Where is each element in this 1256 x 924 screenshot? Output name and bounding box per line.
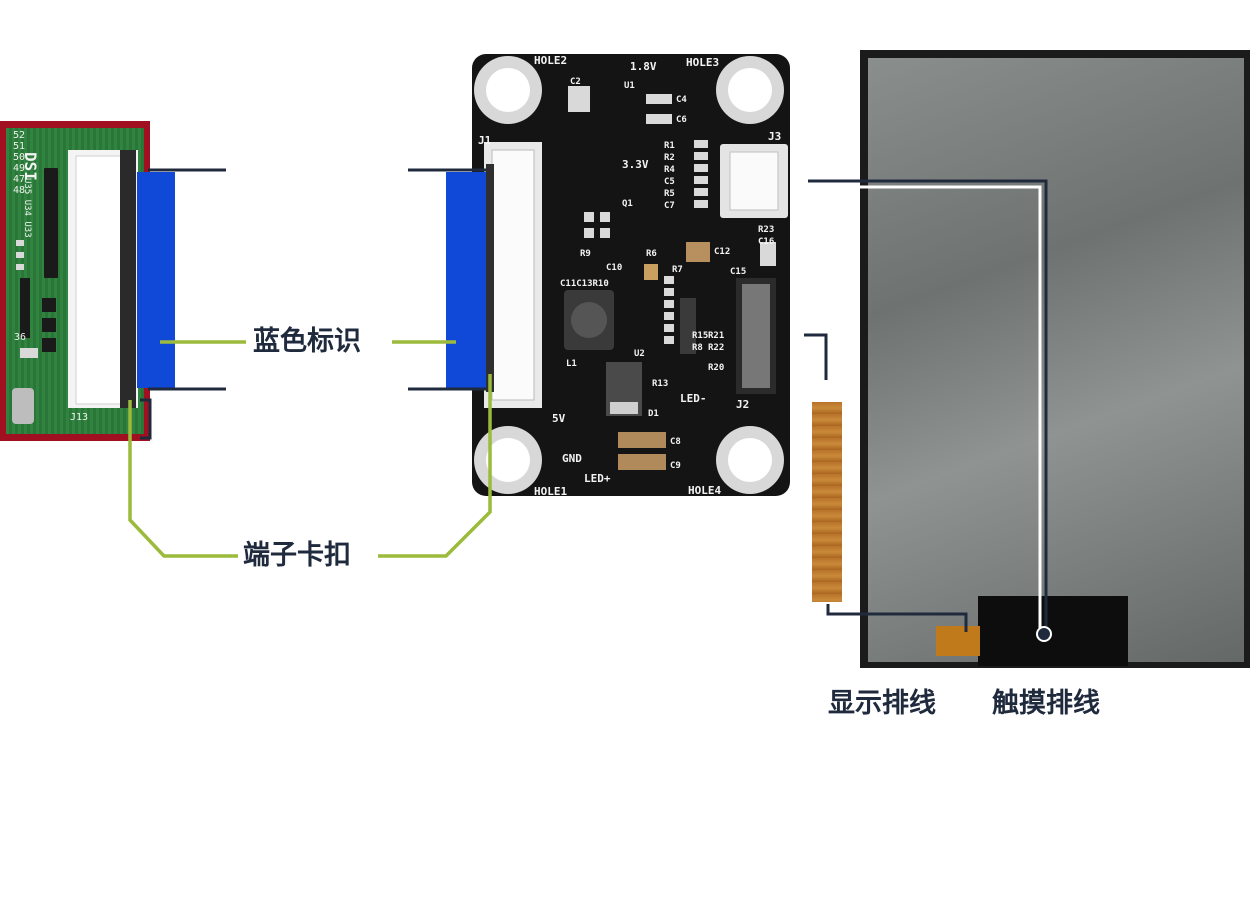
adapter-board: HOLE2 HOLE3 HOLE1 HOLE4 1.8V 3.3V 5V GND…: [472, 54, 790, 498]
svg-text:R8: R8: [692, 343, 703, 353]
svg-text:R20: R20: [708, 363, 724, 373]
svg-text:Q1: Q1: [622, 199, 633, 209]
svg-text:R21: R21: [708, 331, 724, 341]
svg-text:C11C13R10: C11C13R10: [560, 279, 609, 289]
svg-text:R1: R1: [664, 141, 675, 151]
host-board: [6, 128, 144, 434]
svg-text:R2: R2: [664, 153, 675, 163]
svg-text:C15: C15: [730, 267, 746, 277]
svg-text:HOLE1: HOLE1: [534, 485, 567, 498]
svg-text:C4: C4: [676, 95, 687, 105]
svg-text:1.8V: 1.8V: [630, 60, 657, 73]
blue-marker-left: [137, 172, 175, 388]
svg-text:J2: J2: [736, 398, 749, 411]
svg-text:J3: J3: [768, 130, 781, 143]
svg-text:R13: R13: [652, 379, 668, 389]
svg-text:R15: R15: [692, 331, 708, 341]
pin-label: 52: [13, 130, 26, 141]
svg-text:R23: R23: [758, 225, 774, 235]
svg-text:C9: C9: [670, 461, 681, 471]
host-pin-label-36: 36: [14, 332, 27, 343]
svg-text:C8: C8: [670, 437, 681, 447]
svg-text:C7: C7: [664, 201, 675, 211]
display-flex-cable: [812, 402, 842, 602]
svg-text:C5: C5: [664, 177, 675, 187]
pin-label: 47: [13, 174, 26, 185]
pin-label: 50: [13, 152, 26, 163]
svg-text:R6: R6: [646, 249, 657, 259]
svg-text:U1: U1: [624, 81, 635, 91]
svg-text:R22: R22: [708, 343, 724, 353]
lcd-panel-back: [868, 58, 1244, 662]
svg-text:R9: R9: [580, 249, 591, 259]
blue-marker-right: [446, 172, 486, 388]
svg-text:U2: U2: [634, 349, 645, 359]
touch-cable-dot: [1036, 626, 1052, 642]
svg-text:L1: L1: [566, 359, 577, 369]
host-pin-labels: 52 51 50 49 47 48: [13, 130, 25, 196]
svg-text:C12: C12: [714, 247, 730, 257]
svg-text:GND: GND: [562, 452, 582, 465]
display-flex-tab: [936, 626, 980, 656]
svg-text:HOLE2: HOLE2: [534, 54, 567, 67]
svg-text:3.3V: 3.3V: [622, 158, 649, 171]
svg-text:D1: D1: [648, 409, 659, 419]
svg-text:C2: C2: [570, 77, 581, 87]
blue-marker-label: 蓝色标识: [253, 326, 361, 357]
svg-text:J1: J1: [478, 134, 492, 147]
svg-text:C10: C10: [606, 263, 622, 273]
svg-text:R4: R4: [664, 165, 675, 175]
touch-cable-label: 触摸排线: [992, 688, 1100, 719]
display-cable-label: 显示排线: [828, 688, 936, 719]
svg-text:C6: C6: [676, 115, 687, 125]
svg-text:R5: R5: [664, 189, 675, 199]
pin-label: 49: [13, 163, 26, 174]
pin-label: 51: [13, 141, 26, 152]
svg-text:5V: 5V: [552, 412, 566, 425]
mounting-holes: [474, 56, 784, 494]
host-connector-label: J13: [70, 412, 89, 423]
svg-text:HOLE4: HOLE4: [688, 484, 721, 497]
terminal-latch-label: 端子卡扣: [243, 540, 351, 571]
svg-text:LED+: LED+: [584, 472, 611, 485]
svg-text:C16: C16: [758, 237, 774, 247]
svg-text:HOLE3: HOLE3: [686, 56, 719, 69]
svg-text:LED-: LED-: [680, 392, 707, 405]
pin-label: 48: [13, 185, 26, 196]
touch-flex-connector: [978, 596, 1128, 666]
svg-text:R7: R7: [672, 265, 683, 275]
